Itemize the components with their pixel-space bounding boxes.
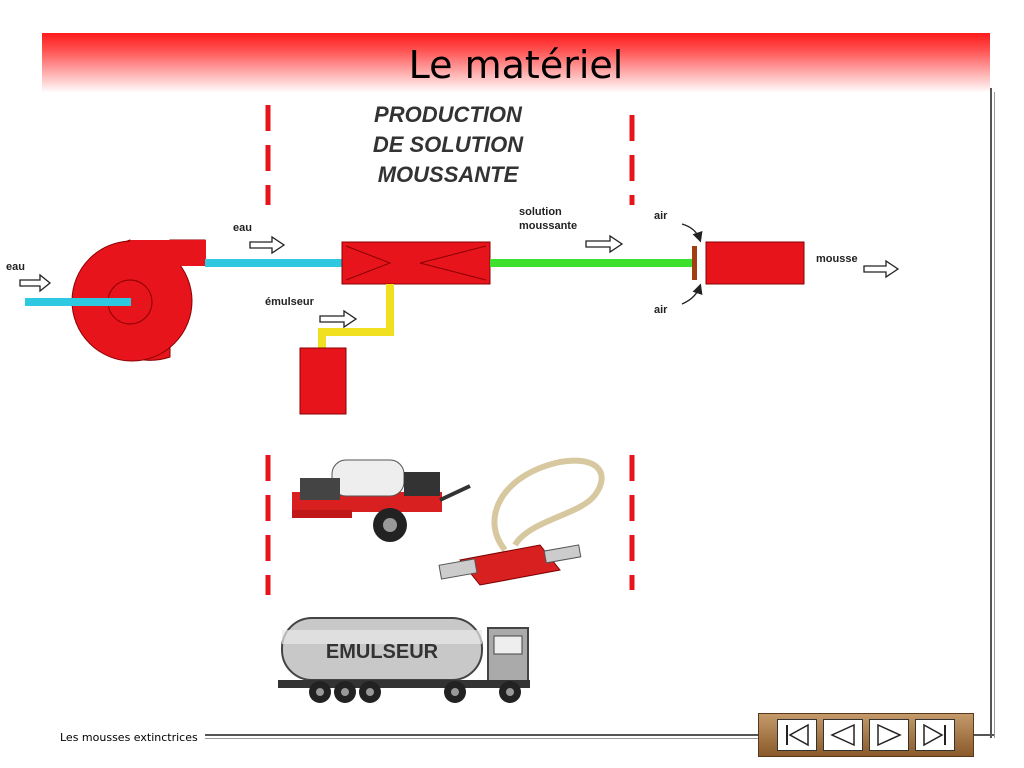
- trailer-unit-illustration: [292, 459, 471, 542]
- water-inlet-pipe: [25, 298, 131, 306]
- label-solution: solution: [519, 206, 562, 218]
- next-slide-icon: [877, 723, 902, 747]
- slide-frame-right: [990, 88, 992, 738]
- air-arrows: [681, 223, 703, 305]
- flow-arrows: [19, 234, 900, 329]
- solution-pipe: [490, 259, 695, 267]
- label-mousse: mousse: [816, 253, 858, 265]
- label-air-bottom: air: [654, 304, 668, 316]
- arrow-air-bottom: [681, 283, 703, 305]
- previous-slide-button[interactable]: [823, 719, 863, 751]
- emulseur-pipe: [318, 284, 394, 350]
- air-intake-grid: [692, 246, 697, 280]
- pump: [71, 239, 206, 362]
- section-title-line-3: MOUSSANTE: [378, 162, 520, 187]
- arrow-eau-pipe: [249, 235, 286, 255]
- arrow-eau-inlet: [19, 273, 52, 293]
- label-emulseur: émulseur: [265, 296, 315, 308]
- slide-frame-right-shadow: [994, 92, 995, 738]
- tank-label: EMULSEUR: [326, 641, 439, 663]
- next-slide-button[interactable]: [869, 719, 909, 751]
- section-frame-top: [265, 105, 635, 205]
- foam-generator: [705, 241, 805, 285]
- arrow-solution: [585, 234, 624, 254]
- last-slide-button[interactable]: [915, 719, 955, 751]
- water-pipe: [205, 259, 345, 267]
- footer-rule-shadow: [205, 738, 760, 739]
- previous-slide-icon: [830, 723, 855, 747]
- section-title: PRODUCTION DE SOLUTION MOUSSANTE: [373, 102, 524, 187]
- first-slide-button[interactable]: [777, 719, 817, 751]
- foam-branchpipe-illustration: [438, 457, 605, 586]
- slide-navigation: [758, 713, 974, 757]
- footer-text: Les mousses extinctrices: [60, 731, 198, 744]
- section-frame-bottom: [265, 455, 635, 595]
- section-title-line-2: DE SOLUTION: [373, 132, 524, 157]
- foam-production-diagram: PRODUCTION DE SOLUTION MOUSSANTE eau eau…: [6, 102, 900, 703]
- foam-tanker-truck: EMULSEUR: [278, 617, 530, 703]
- slide-title: Le matériel: [408, 43, 624, 87]
- label-air-top: air: [654, 210, 668, 222]
- footer-rule-right: [972, 734, 994, 736]
- label-eau-inlet: eau: [6, 261, 25, 273]
- title-banner: Le matériel: [42, 33, 990, 93]
- label-eau-pipe: eau: [233, 222, 252, 234]
- last-slide-icon: [923, 723, 946, 747]
- proportioner: [341, 241, 491, 285]
- emulseur-tank: [299, 347, 347, 415]
- arrow-mousse: [863, 259, 900, 279]
- footer-rule: [205, 734, 760, 736]
- arrow-air-top: [681, 223, 703, 243]
- arrow-emulseur: [319, 309, 358, 329]
- first-slide-icon: [786, 723, 809, 747]
- section-title-line-1: PRODUCTION: [374, 102, 523, 127]
- label-moussante: moussante: [519, 220, 577, 232]
